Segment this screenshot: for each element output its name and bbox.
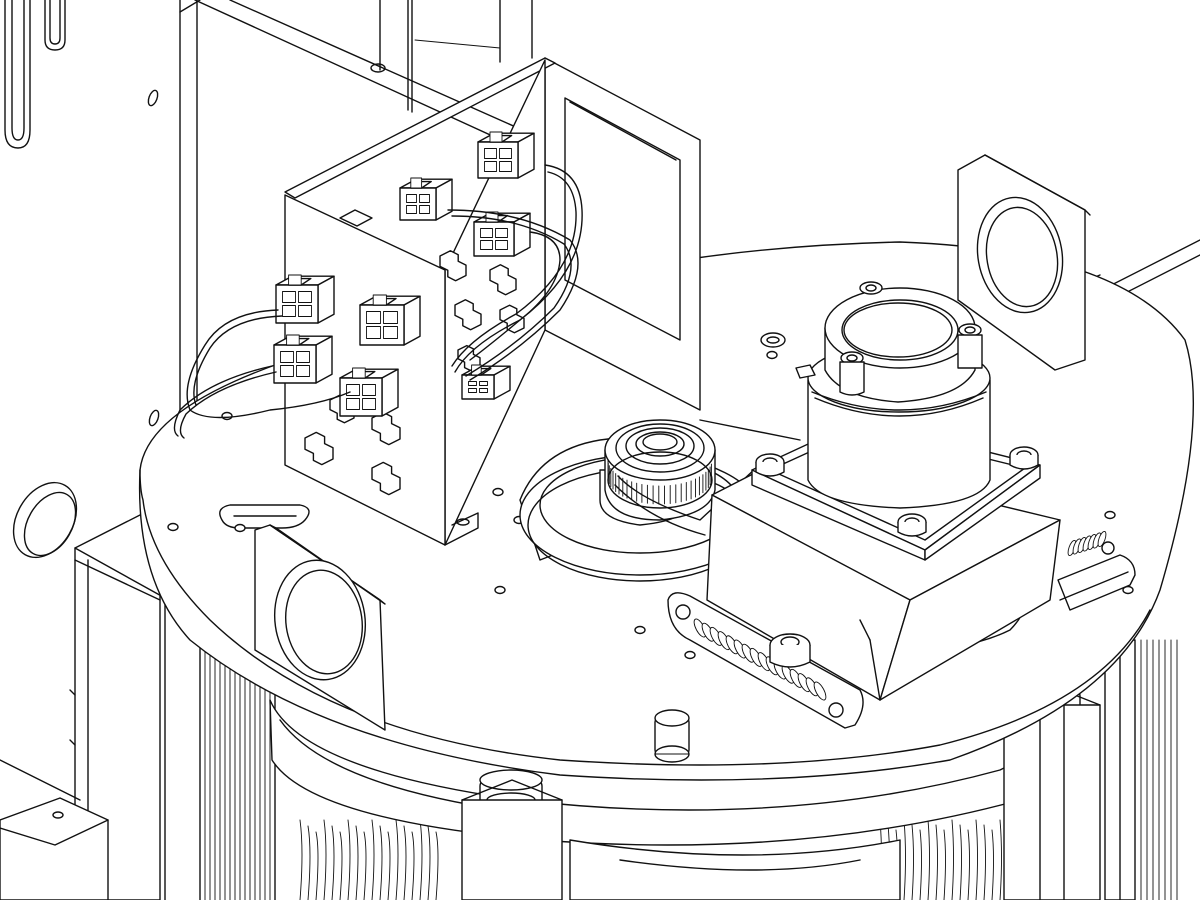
connector-top-middle [400,178,452,220]
connector-middle-right [474,212,530,256]
connector-left-upper [276,275,334,323]
hex-nut [761,333,815,378]
tension-spring-lower [668,593,863,728]
mounting-tab-right [958,155,1090,370]
connector-left-mid [360,295,420,345]
left-lower-frame [0,471,165,900]
motor-flange [270,640,1135,900]
connector-left-lower [274,335,332,383]
connector-top-right [478,132,534,178]
connector-front-lower [340,368,398,416]
timing-pulley [605,420,800,535]
locating-pin [655,710,689,762]
background-frame [5,0,1200,470]
mounting-tab-left [255,525,385,730]
motor-body [808,282,990,508]
tension-spring-upper [1058,530,1135,610]
wire-harness [174,165,582,438]
